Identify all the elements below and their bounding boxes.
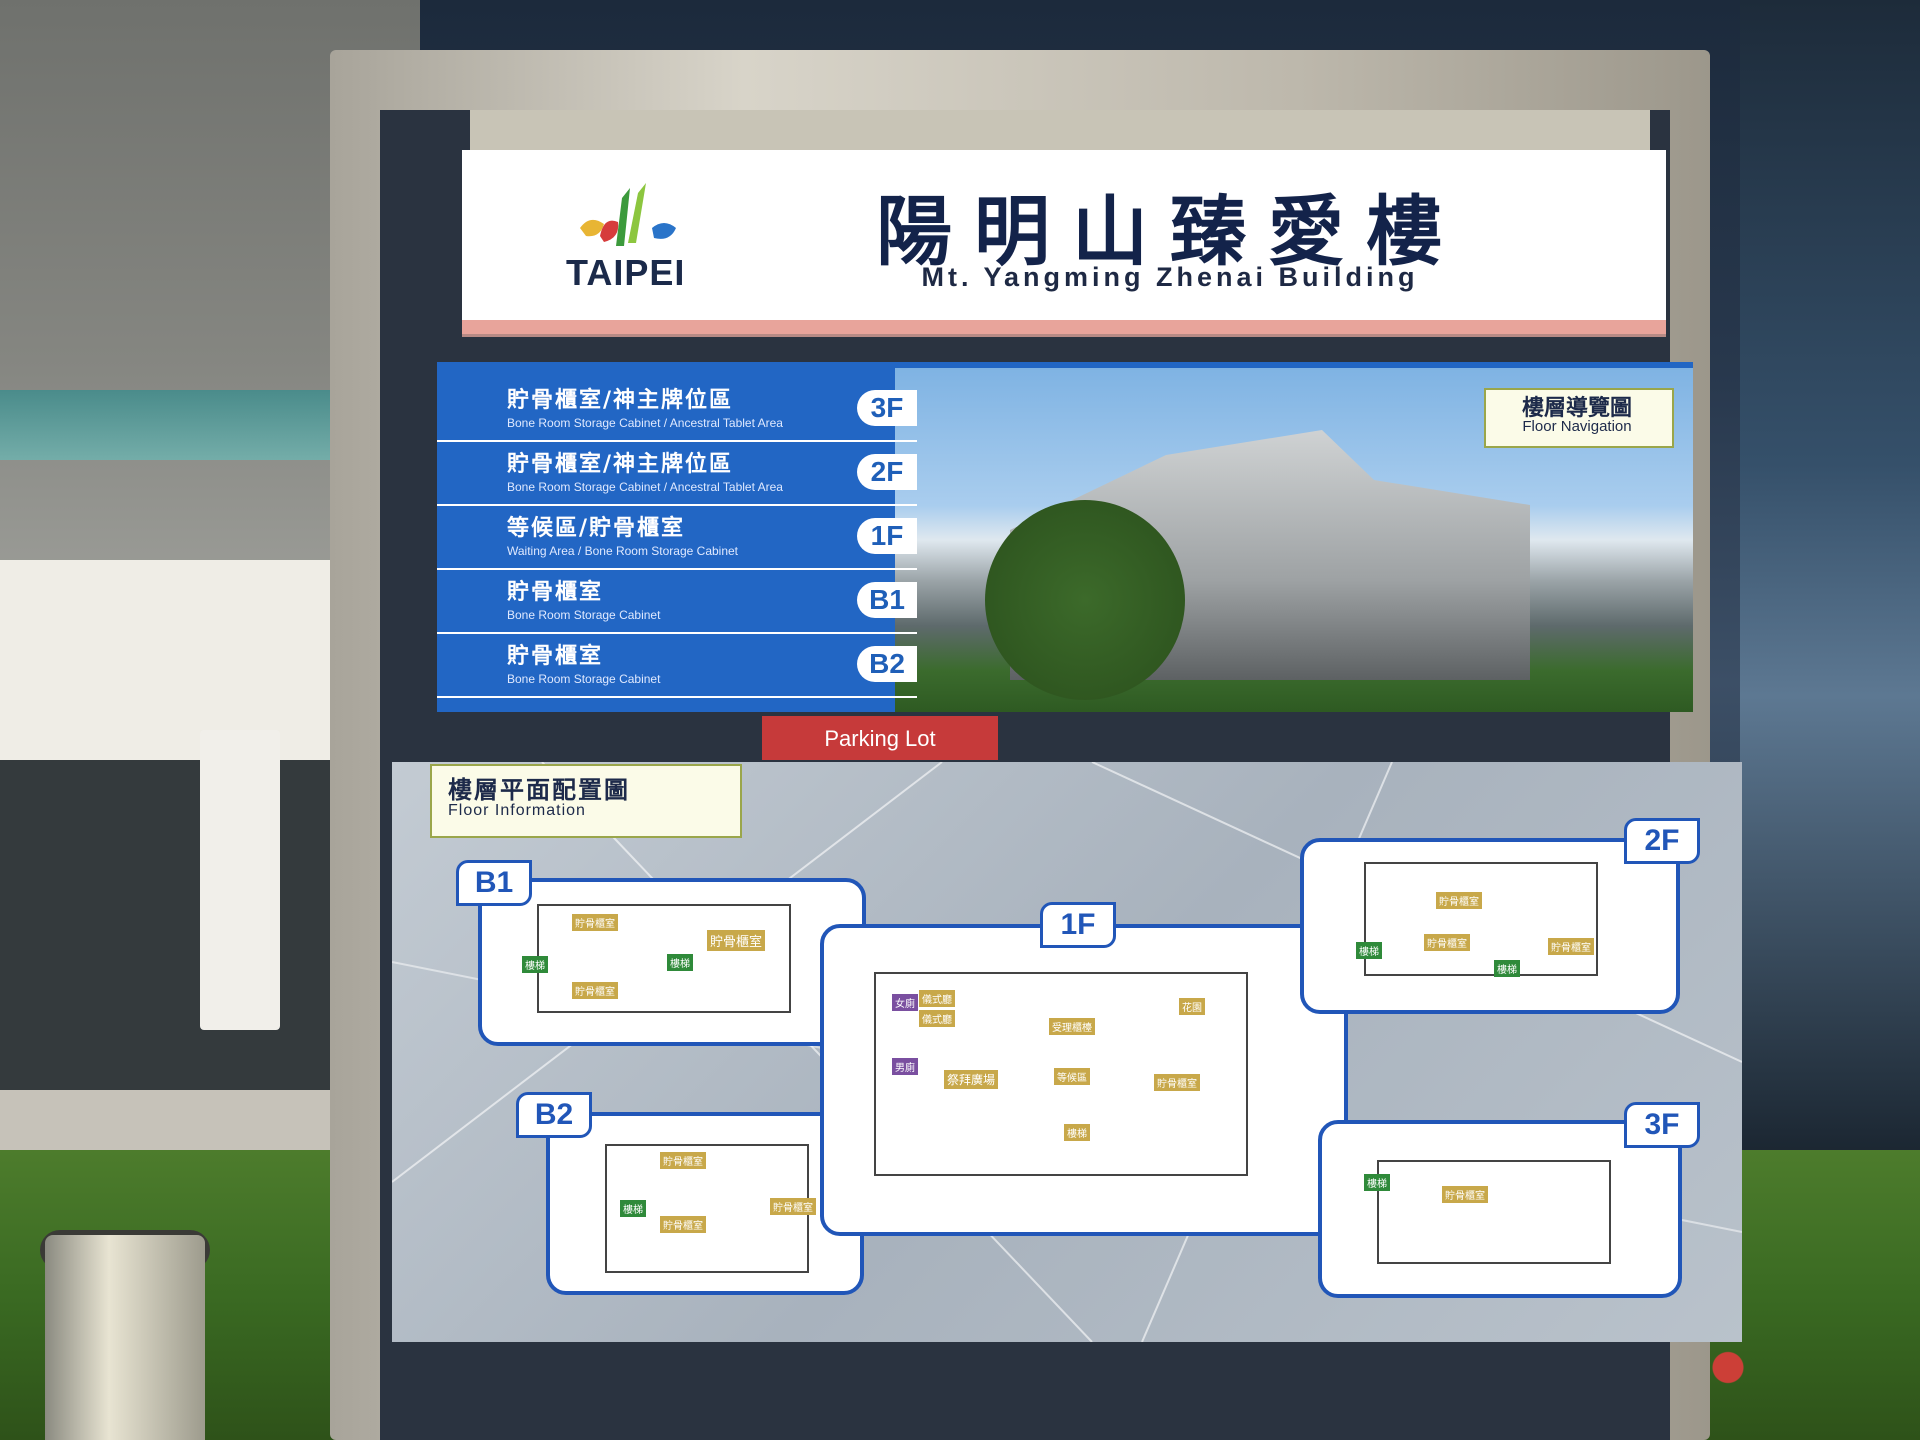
floor-badge: B2 [857, 646, 917, 682]
floor-information-title-chinese: 樓層平面配置圖 [448, 776, 630, 804]
room-label: 等候區 [1054, 1068, 1090, 1085]
room-label: 女廁 [892, 994, 918, 1011]
floor-row-1f: 等候區/貯骨櫃室 Waiting Area / Bone Room Storag… [437, 506, 917, 570]
floor-label-chinese: 等候區/貯骨櫃室 [507, 516, 686, 541]
floor-label-chinese: 貯骨櫃室/神主牌位區 [507, 452, 734, 477]
floor-label-english: Bone Room Storage Cabinet / Ancestral Ta… [507, 416, 783, 430]
room-label: 受理櫃檯 [1049, 1018, 1095, 1035]
room-label: 貯骨櫃室 [1424, 934, 1470, 951]
building-title-english: Mt. Yangming Zhenai Building [921, 262, 1419, 292]
floor-plan-1f: 祭拜廣場 等候區 貯骨櫃室 受理櫃檯 儀式廳 儀式廳 女廁 男廁 花園 樓梯 [820, 924, 1348, 1236]
room-label: 貯骨櫃室 [1154, 1074, 1200, 1091]
floor-row-b1: 貯骨櫃室 Bone Room Storage Cabinet B1 [437, 570, 917, 634]
floor-plan-3f: 貯骨櫃室 樓梯 [1318, 1120, 1682, 1298]
floor-badge: B1 [857, 582, 917, 618]
floor-badge: 3F [857, 390, 917, 426]
room-label: 樓梯 [1064, 1124, 1090, 1141]
sign-top-strip [470, 110, 1650, 150]
parking-lot-label: Parking Lot [824, 726, 936, 751]
room-label: 樓梯 [667, 954, 693, 971]
floor-row-2f: 貯骨櫃室/神主牌位區 Bone Room Storage Cabinet / A… [437, 442, 917, 506]
room-label: 祭拜廣場 [944, 1070, 999, 1089]
lobby-interior [0, 760, 380, 1090]
floor-label-chinese: 貯骨櫃室 [507, 644, 604, 669]
entrance-ceiling [0, 560, 380, 760]
room-label: 樓梯 [1356, 942, 1382, 959]
parking-lot-sign [762, 716, 998, 760]
plan-outline [1377, 1160, 1611, 1264]
floor-plan-b2: 貯骨櫃室 貯骨櫃室 貯骨櫃室 樓梯 [546, 1112, 864, 1295]
floor-label-chinese: 貯骨櫃室 [507, 580, 604, 605]
glass-canopy [0, 390, 390, 460]
room-label: 貯骨櫃室 [660, 1152, 706, 1169]
taipei-logo-text: TAIPEI [566, 252, 686, 293]
floor-badge: 1F [857, 518, 917, 554]
floor-row-b2: 貯骨櫃室 Bone Room Storage Cabinet B2 [437, 634, 917, 698]
title-panel [462, 150, 1666, 334]
room-label: 儀式廳 [919, 990, 955, 1007]
taipei-logo-icon [580, 183, 676, 246]
plan-badge-b2: B2 [516, 1092, 592, 1138]
room-label: 樓梯 [1364, 1174, 1390, 1191]
room-label: 貯骨櫃室 [770, 1198, 816, 1215]
plan-outline [1364, 862, 1598, 976]
room-label: 貯骨櫃室 [1436, 892, 1482, 909]
room-label: 儀式廳 [919, 1010, 955, 1027]
floor-badge: 2F [857, 454, 917, 490]
plan-badge-b1: B1 [456, 860, 532, 906]
floor-label-english: Bone Room Storage Cabinet [507, 608, 661, 622]
floor-navigation-tag [1484, 388, 1674, 448]
floor-navigation-title-chinese: 樓層導覽圖 [1521, 396, 1632, 421]
plan-badge-2f: 2F [1624, 818, 1700, 864]
room-label: 男廁 [892, 1058, 918, 1075]
room-label: 貯骨櫃室 [572, 914, 618, 931]
floor-label-english: Bone Room Storage Cabinet / Ancestral Ta… [507, 480, 783, 494]
plan-badge-1f: 1F [1040, 902, 1116, 948]
room-label: 花園 [1179, 998, 1205, 1015]
room-label: 樓梯 [522, 956, 548, 973]
floor-row-3f: 貯骨櫃室/神主牌位區 Bone Room Storage Cabinet / A… [437, 378, 917, 442]
floor-plan-2f: 貯骨櫃室 貯骨櫃室 貯骨櫃室 樓梯 樓梯 [1300, 838, 1680, 1014]
floor-navigation-title-english: Floor Navigation [1522, 418, 1632, 435]
room-label: 樓梯 [620, 1200, 646, 1217]
plan-outline [874, 972, 1248, 1176]
room-label: 貯骨櫃室 [572, 982, 618, 999]
plan-badge-3f: 3F [1624, 1102, 1700, 1148]
room-label: 貯骨櫃室 [660, 1216, 706, 1233]
floor-label-english: Bone Room Storage Cabinet [507, 672, 661, 686]
room-label: 貯骨櫃室 [1548, 938, 1594, 955]
floor-information-title-english: Floor Information [448, 802, 586, 819]
room-label: 貯骨櫃室 [707, 930, 766, 951]
building-title-chinese: 陽明山臻愛樓 [876, 187, 1464, 276]
glass-facade-right [1740, 0, 1920, 1160]
white-column [200, 730, 280, 1030]
floor-label-chinese: 貯骨櫃室/神主牌位區 [507, 388, 734, 413]
bollard-light [45, 1235, 205, 1440]
floor-label-english: Waiting Area / Bone Room Storage Cabinet [507, 544, 739, 558]
floor-plan-b1: 貯骨櫃室 貯骨櫃室 貯骨櫃室 樓梯 樓梯 [478, 878, 866, 1046]
floor-information-tag [430, 764, 742, 838]
building-photo-tree [985, 500, 1185, 700]
room-label: 樓梯 [1494, 960, 1520, 977]
room-label: 貯骨櫃室 [1442, 1186, 1488, 1203]
